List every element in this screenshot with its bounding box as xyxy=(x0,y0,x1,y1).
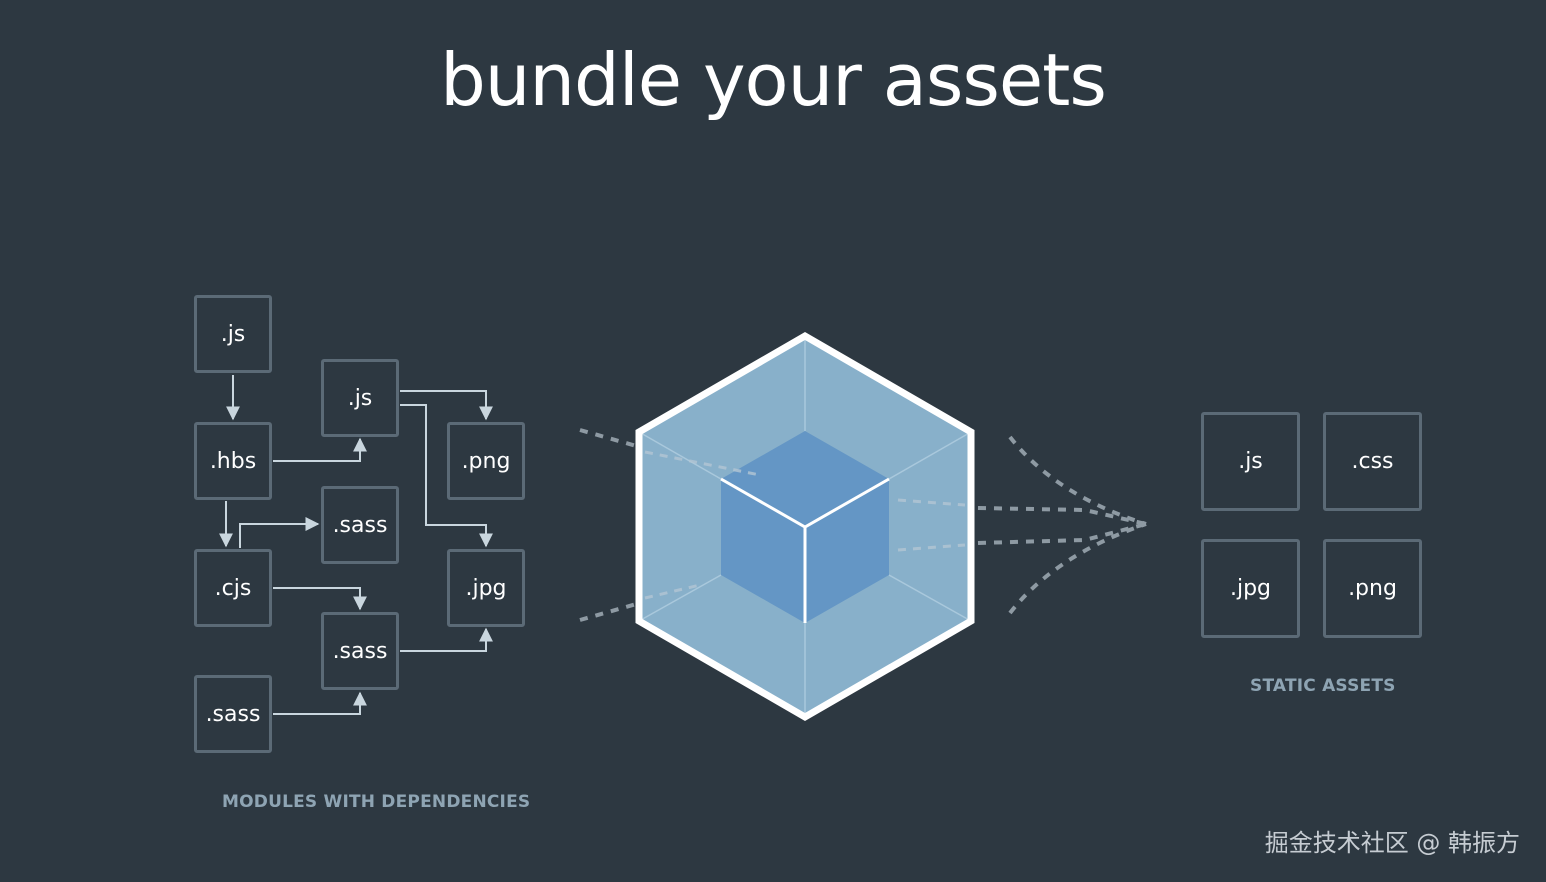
connector-js-to-jpg xyxy=(400,404,493,548)
asset-box-css: .css xyxy=(1323,412,1422,511)
webpack-cube-icon xyxy=(635,331,975,722)
module-box-js-top: .js xyxy=(194,295,272,373)
dashed-flow-lines xyxy=(579,428,1147,622)
page-title: bundle your assets xyxy=(440,38,1107,122)
asset-box-js: .js xyxy=(1201,412,1300,511)
static-assets-caption: STATIC ASSETS xyxy=(1250,676,1396,696)
connector-sass-to-jpg xyxy=(400,627,493,652)
connector-cjs-to-sass-2 xyxy=(273,587,367,611)
module-box-js-middle: .js xyxy=(321,359,399,437)
asset-box-jpg: .jpg xyxy=(1201,539,1300,638)
watermark: 掘金技术社区 @ 韩振方 xyxy=(1264,829,1520,857)
connector-sass-to-sass xyxy=(273,691,367,715)
connector-hbs-to-js xyxy=(273,437,367,462)
module-box-sass-bottom: .sass xyxy=(194,675,272,753)
module-box-sass-lower: .sass xyxy=(321,612,399,690)
connector-cjs-to-sass xyxy=(239,517,320,548)
module-box-jpg: .jpg xyxy=(447,549,525,627)
modules-caption: MODULES WITH DEPENDENCIES xyxy=(222,792,531,812)
module-box-cjs: .cjs xyxy=(194,549,272,627)
asset-box-png: .png xyxy=(1323,539,1422,638)
module-box-sass-middle: .sass xyxy=(321,486,399,564)
module-box-hbs: .hbs xyxy=(194,422,272,500)
connector-js-to-png xyxy=(400,390,493,421)
module-box-png: .png xyxy=(447,422,525,500)
